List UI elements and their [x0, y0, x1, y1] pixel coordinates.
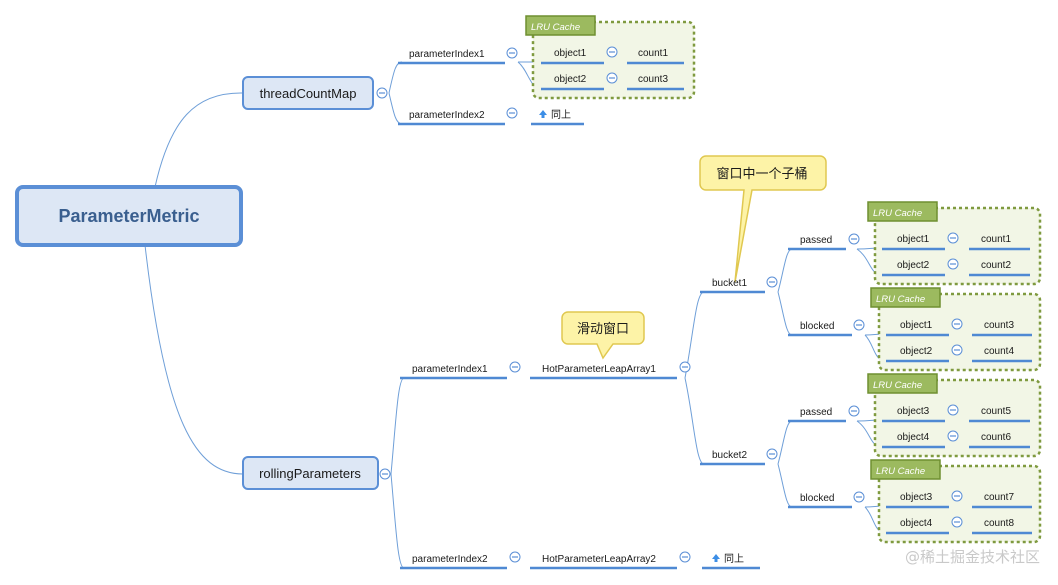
tcm-index2-label: parameterIndex2	[409, 110, 485, 121]
bucket-1[interactable]: bucket1	[700, 278, 765, 294]
cache-object: object1	[897, 234, 930, 245]
collapse-icon[interactable]	[853, 491, 865, 503]
collapse-icon[interactable]	[947, 404, 959, 416]
collapse-icon[interactable]	[947, 430, 959, 442]
cache-object: object3	[900, 492, 933, 503]
root-node[interactable]: ParameterMetric	[15, 185, 243, 247]
cache-object: object4	[900, 518, 933, 529]
collapse-icon[interactable]	[506, 47, 518, 59]
bucket1-blocked[interactable]: blocked	[788, 321, 852, 337]
b2-blocked-lru-cache: LRU Cache object3 count7 object4 count8	[870, 459, 1042, 544]
blocked-label: blocked	[800, 321, 834, 332]
bucket2-blocked[interactable]: blocked	[788, 493, 852, 509]
watermark: @稀土掘金技术社区	[905, 548, 1040, 566]
collapse-icon[interactable]	[766, 276, 778, 288]
tcm-parameter-index-2[interactable]: parameterIndex2	[398, 110, 505, 126]
collapse-icon[interactable]	[951, 318, 963, 330]
tcm-index1-label: parameterIndex1	[409, 49, 485, 60]
collapse-icon[interactable]	[951, 490, 963, 502]
cache-object: object2	[897, 260, 930, 271]
rp-same-as-above: 同上	[702, 553, 760, 570]
hot-parameter-leap-array-1[interactable]: HotParameterLeapArray1	[530, 364, 677, 380]
lru-cache-label: LRU Cache	[876, 294, 925, 305]
root-label: ParameterMetric	[58, 206, 199, 226]
b1-passed-lru-cache: LRU Cache object1 count1 object2 count2	[867, 201, 1042, 286]
b1-blocked-lru-cache: LRU Cache object1 count3 object2 count4	[870, 287, 1042, 372]
cache-object: object1	[554, 48, 587, 59]
collapse-icon[interactable]	[848, 233, 860, 245]
tcm-same-as-above: 同上	[531, 109, 584, 126]
cache-count: count2	[981, 260, 1011, 271]
cache-object: object2	[900, 346, 933, 357]
up-arrow-icon	[712, 554, 720, 562]
collapse-icon[interactable]	[509, 551, 521, 563]
lru-cache-label: LRU Cache	[531, 22, 580, 33]
passed-label: passed	[800, 235, 832, 246]
callout-bucket-text: 窗口中一个子桶	[716, 166, 807, 181]
tcm-same-label: 同上	[551, 109, 571, 121]
bucket-2[interactable]: bucket2	[700, 450, 765, 466]
cache-count: count1	[981, 234, 1011, 245]
passed-label: passed	[800, 407, 832, 418]
cache-count: count5	[981, 406, 1011, 417]
collapse-icon[interactable]	[853, 319, 865, 331]
collapse-icon[interactable]	[606, 72, 618, 84]
lru-cache-label: LRU Cache	[876, 466, 925, 477]
cache-count: count8	[984, 518, 1014, 529]
array2-label: HotParameterLeapArray2	[542, 554, 656, 565]
rp-parameter-index-2[interactable]: parameterIndex2	[400, 554, 507, 570]
rp-parameter-index-1[interactable]: parameterIndex1	[400, 364, 507, 380]
rp-same-label: 同上	[724, 553, 744, 565]
cache-count: count4	[984, 346, 1014, 357]
connectors	[144, 61, 885, 569]
rolling-parameters-label: rollingParameters	[259, 466, 361, 481]
collapse-icon[interactable]	[951, 516, 963, 528]
collapse-icon[interactable]	[509, 361, 521, 373]
collapse-icon[interactable]	[848, 405, 860, 417]
cache-count: count3	[638, 74, 668, 85]
collapse-icon[interactable]	[679, 551, 691, 563]
cache-count: count7	[984, 492, 1014, 503]
cache-object: object3	[897, 406, 930, 417]
cache-object: object1	[900, 320, 933, 331]
cache-object: object4	[897, 432, 930, 443]
collapse-icon[interactable]	[951, 344, 963, 356]
hot-parameter-leap-array-2[interactable]: HotParameterLeapArray2	[530, 554, 677, 570]
collapse-icon[interactable]	[379, 468, 391, 480]
array1-label: HotParameterLeapArray1	[542, 364, 656, 375]
b2-passed-lru-cache: LRU Cache object3 count5 object4 count6	[867, 373, 1042, 458]
thread-count-map-label: threadCountMap	[260, 86, 357, 101]
lru-cache-label: LRU Cache	[873, 380, 922, 391]
collapse-icon[interactable]	[766, 448, 778, 460]
cache-object: object2	[554, 74, 587, 85]
callout-bucket: 窗口中一个子桶	[699, 155, 827, 283]
rp-index2-label: parameterIndex2	[412, 554, 488, 565]
cache-count: count6	[981, 432, 1011, 443]
bucket2-passed[interactable]: passed	[788, 407, 846, 423]
bucket2-label: bucket2	[712, 450, 747, 461]
collapse-icon[interactable]	[679, 361, 691, 373]
collapse-icon[interactable]	[606, 46, 618, 58]
lru-cache-label: LRU Cache	[873, 208, 922, 219]
tcm-parameter-index-1[interactable]: parameterIndex1	[398, 49, 505, 65]
blocked-label: blocked	[800, 493, 834, 504]
collapse-icon[interactable]	[376, 87, 388, 99]
thread-count-map-node[interactable]: threadCountMap	[242, 76, 374, 110]
rolling-parameters-node[interactable]: rollingParameters	[242, 456, 379, 490]
callout-window-text: 滑动窗口	[577, 321, 629, 336]
cache-count: count3	[984, 320, 1014, 331]
tcm-lru-cache: LRU Cache object1 count1 object2 count3	[525, 15, 696, 100]
up-arrow-icon	[539, 110, 547, 118]
callout-window: 滑动窗口	[561, 311, 645, 360]
rp-index1-label: parameterIndex1	[412, 364, 488, 375]
bucket1-label: bucket1	[712, 278, 747, 289]
bucket1-passed[interactable]: passed	[788, 235, 846, 251]
collapse-icon[interactable]	[947, 232, 959, 244]
collapse-icon[interactable]	[947, 258, 959, 270]
cache-count: count1	[638, 48, 668, 59]
collapse-icon[interactable]	[506, 107, 518, 119]
